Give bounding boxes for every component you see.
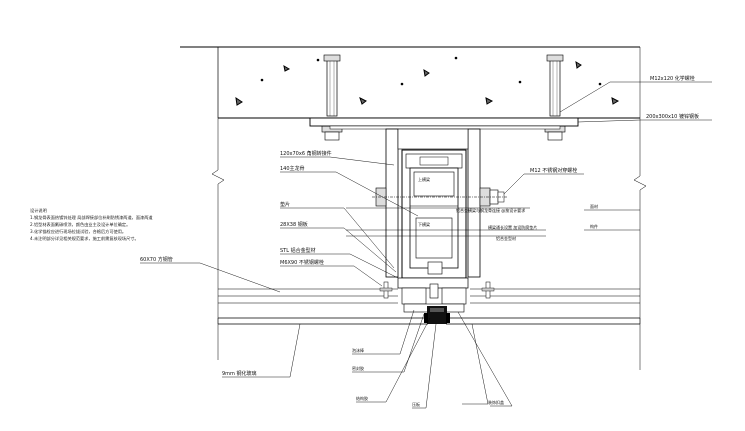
break-lines bbox=[211, 118, 647, 370]
concrete-slab bbox=[180, 46, 641, 119]
design-notes: 设计说明 1.钢龙骨表面热镀锌处理 局部焊接部位补刷防锈漆两道，面漆两道 2.铝… bbox=[30, 207, 153, 242]
label-note-center-1: 铝合金横梁与钢龙骨连接 @按设计要求 bbox=[456, 207, 525, 213]
transom-lines bbox=[218, 288, 640, 304]
main-mullion bbox=[401, 149, 467, 279]
note-line-2: 2.铝型材表面氟碳喷涂，颜色由业主及设计单位确定。 bbox=[30, 221, 130, 228]
label-note-right-a: 面材 bbox=[590, 203, 598, 209]
label-angle-steel: 120x70x6 角钢转接件 bbox=[280, 150, 332, 157]
note-line-3: 3.化学锚栓应进行现场拉拔试验，合格后方可使用。 bbox=[30, 228, 126, 235]
leader-lines bbox=[140, 81, 712, 409]
label-upper-beam: 上横梁 bbox=[418, 176, 430, 182]
label-sealant: 密封胶 bbox=[352, 365, 364, 371]
m6-screw-left bbox=[379, 281, 393, 299]
note-line-1: 1.钢龙骨表面热镀锌处理 局部焊接部位补刷防锈漆两道，面漆两道 bbox=[30, 214, 153, 221]
label-screw-m6: M6X90 不锈钢螺栓 bbox=[280, 259, 324, 266]
label-note-center-3: 铝合金型材 bbox=[496, 235, 516, 241]
label-pressure-plate: 压板 bbox=[412, 401, 420, 407]
label-glass: 9mm 钢化玻璃 bbox=[222, 370, 257, 377]
m12-through-bolt bbox=[372, 187, 508, 207]
label-keel-steel: 28X38 钢板 bbox=[280, 221, 308, 228]
label-embed-plate: 200x300x10 镀锌钢板 bbox=[646, 113, 699, 120]
annotation-labels: M12x120 化学螺栓 200x300x10 镀锌钢板 120x70x6 角钢… bbox=[140, 75, 699, 407]
sealant-joint bbox=[424, 306, 450, 324]
label-pad: 垫片 bbox=[280, 201, 290, 208]
label-note-center-2: 横梁通长设置 加设防腐垫片 bbox=[488, 224, 537, 230]
label-anchor-bolt: M12x120 化学螺栓 bbox=[650, 75, 695, 82]
label-m12-bolt: M12 不锈钢对穿螺栓 bbox=[530, 167, 577, 174]
glass-panels bbox=[217, 317, 641, 325]
label-note-right-b: 构件 bbox=[590, 223, 598, 229]
note-head: 设计说明 bbox=[30, 207, 47, 214]
label-foam-rod: 泡沫棒 bbox=[352, 347, 364, 353]
embed-plate bbox=[309, 117, 579, 130]
angle-connector bbox=[385, 128, 481, 278]
label-aluminum-alloy: STL 铝合金型材 bbox=[280, 247, 316, 254]
label-lower-beam: 下横梁 bbox=[418, 221, 430, 227]
m6-screw-right bbox=[481, 281, 495, 299]
note-line-4: 4.未注明部分详见相关规范要求，施工前需复核现场尺寸。 bbox=[30, 235, 139, 242]
label-cover: 装饰扣盖 bbox=[488, 399, 504, 405]
label-main-mullion: 140主龙骨 bbox=[280, 165, 305, 172]
label-structural-glue: 结构胶 bbox=[356, 395, 368, 401]
label-channel: 60X70 方钢管 bbox=[140, 256, 173, 263]
